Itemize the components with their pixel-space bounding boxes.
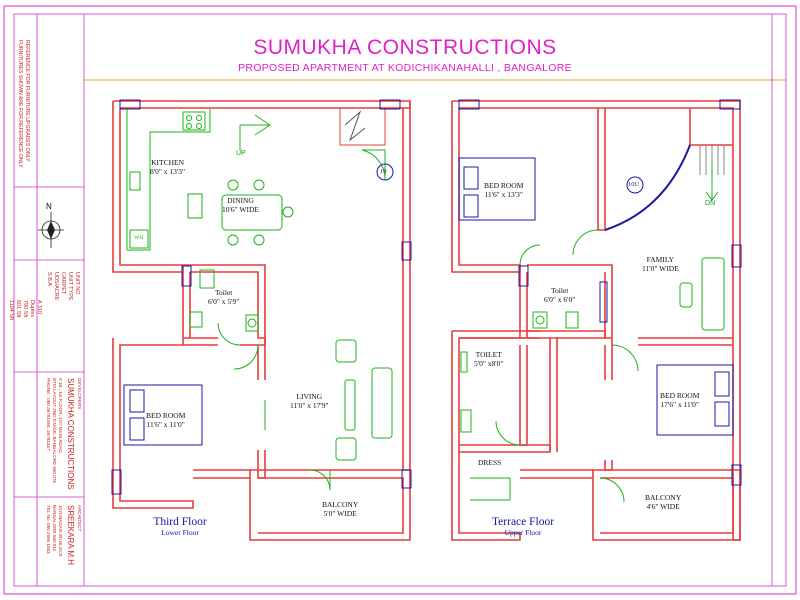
page-subtitle: PROPOSED APARTMENT AT KODICHIKANAHALLI ,… — [238, 62, 572, 74]
third-floor-plan — [112, 100, 411, 541]
title-block-spec-labels: UNIT NO UNIT TYPE CARPET UDS/ACRE S.B.A — [46, 272, 80, 301]
terrace-floor-plan — [451, 100, 741, 541]
third-floor-beds — [123, 163, 394, 446]
outer-border — [3, 5, 797, 595]
stair-down-label: DN — [705, 200, 716, 207]
developer-address: # 1B , 1st FLOOR, 1ST MAIN ROAD, BTM LAY… — [46, 378, 63, 483]
door-tag-terrace: 10U — [628, 181, 640, 188]
title-block-spec-values: A 310 Duplex 790 Sft 601 Sft 1194 Sft — [8, 300, 42, 321]
terrace-floor-windows — [458, 99, 742, 486]
water-heater-label: WH — [134, 235, 144, 241]
compass-label: N — [46, 202, 52, 211]
developer-label: DEVELOPERS — [77, 378, 82, 410]
compass-icon — [38, 212, 64, 248]
architect-label: ARCHITECT — [77, 505, 82, 532]
title-block-note: REFERENCE FOR FURNITURE UPGRADES ONLY FU… — [17, 40, 30, 168]
door-tag-third: 10 — [380, 168, 387, 175]
terrace-room-label-dress: DRESS — [478, 458, 502, 467]
terrace-floor-fixtures — [460, 144, 725, 503]
terrace-floor-beds — [458, 157, 734, 436]
stair-up-label: UP — [236, 150, 246, 157]
developer-name: SUMUKHA CONSTRUCTIONS — [66, 378, 75, 490]
architect-address: JAYANAGAR 4th BLOCK BANGALORE 560 011 TE… — [46, 505, 63, 557]
page-title: SUMUKHA CONSTRUCTIONS — [253, 36, 557, 59]
inner-border — [13, 13, 787, 587]
third-floor-windows — [111, 99, 412, 495]
architect-name: SREEKARA M.H — [66, 505, 75, 566]
